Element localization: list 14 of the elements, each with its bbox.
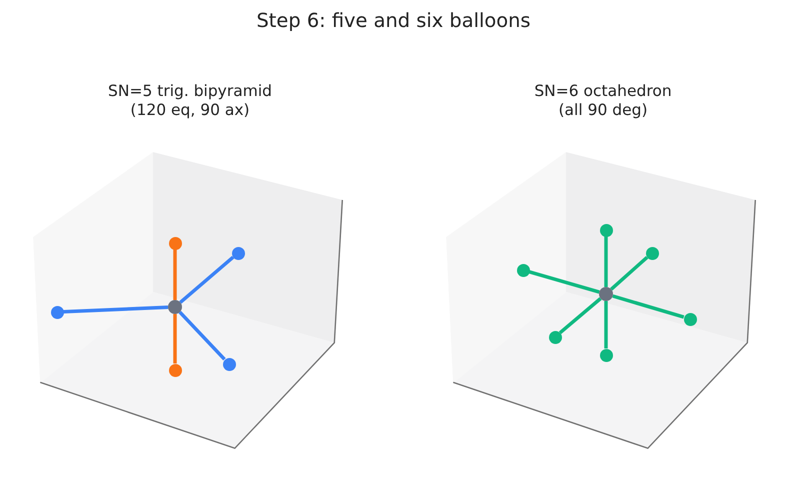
stick-line (558, 297, 602, 334)
stick-line (528, 270, 600, 294)
chart-title: Step 6: five and six balloons (256, 9, 530, 32)
stick-line (173, 314, 177, 364)
stick-line (610, 256, 648, 291)
stick-line (612, 294, 684, 319)
stick-line (178, 310, 226, 360)
stick-line (173, 250, 177, 300)
stick-line (63, 306, 168, 314)
panel-title: SN=5 trig. bipyramid (120 eq, 90 ax) (107, 82, 273, 120)
stick-line (604, 236, 608, 287)
panel-title: SN=6 octahedron (all 90 deg) (533, 82, 673, 120)
stick-line (179, 256, 234, 304)
stick-line (604, 301, 608, 348)
